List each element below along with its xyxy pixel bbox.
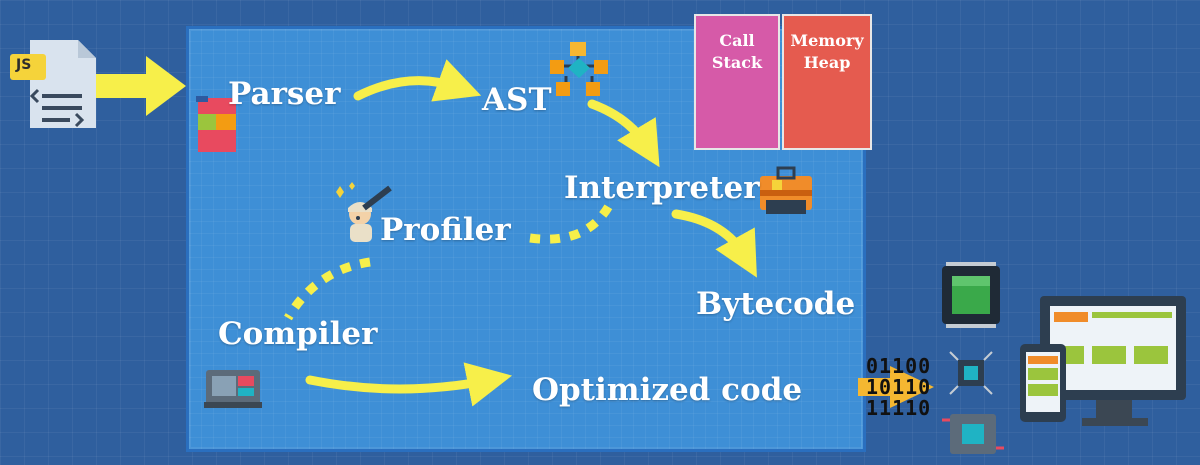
compiler-machine-icon [204, 370, 262, 408]
call-stack-label: Call Stack [711, 31, 763, 72]
tablet-device-icon [1020, 344, 1066, 422]
tree-icon [550, 42, 608, 96]
call-stack-box: Call Stack [694, 14, 780, 150]
arrow-ast-to-interpreter [587, 99, 660, 168]
binary-row: 11110 [866, 396, 932, 420]
blocks-icon [196, 96, 236, 152]
binary-output: 01100 10110 11110 [866, 356, 931, 419]
profiler-scientist-icon [336, 182, 392, 242]
ast-label: AST [482, 82, 552, 118]
arrow-interpreter-to-bytecode [671, 209, 757, 278]
output-arrow [858, 366, 934, 408]
memory-heap-box: Memory Heap [782, 14, 872, 150]
bytecode-label: Bytecode [696, 286, 856, 322]
arrow-parser-to-ast [353, 59, 482, 102]
dotted-interpreter-to-profiler [529, 197, 617, 244]
js-file-icon [10, 40, 96, 128]
optimized-code-label: Optimized code [532, 372, 803, 408]
circuit-chip-icon [949, 351, 993, 395]
desktop-monitor-icon [1040, 296, 1186, 426]
cpu-chip-icon [942, 262, 1000, 328]
profiler-label: Profiler [380, 212, 511, 248]
processor-board-icon [942, 414, 1004, 454]
parser-label: Parser [228, 76, 341, 112]
compiler-label: Compiler [218, 316, 378, 352]
memory-heap-label-1: Memory [790, 31, 864, 50]
js-badge-label: JS [16, 57, 32, 73]
arrow-compiler-to-optimized [305, 362, 513, 407]
input-arrow [96, 56, 186, 116]
binary-row: 01100 [866, 354, 932, 378]
memory-heap-label-2: Heap [803, 53, 851, 72]
toolbox-icon [760, 166, 812, 214]
binary-row: 10110 [866, 375, 932, 399]
interpreter-label: Interpreter [564, 170, 760, 206]
dotted-profiler-to-compiler [284, 257, 371, 321]
